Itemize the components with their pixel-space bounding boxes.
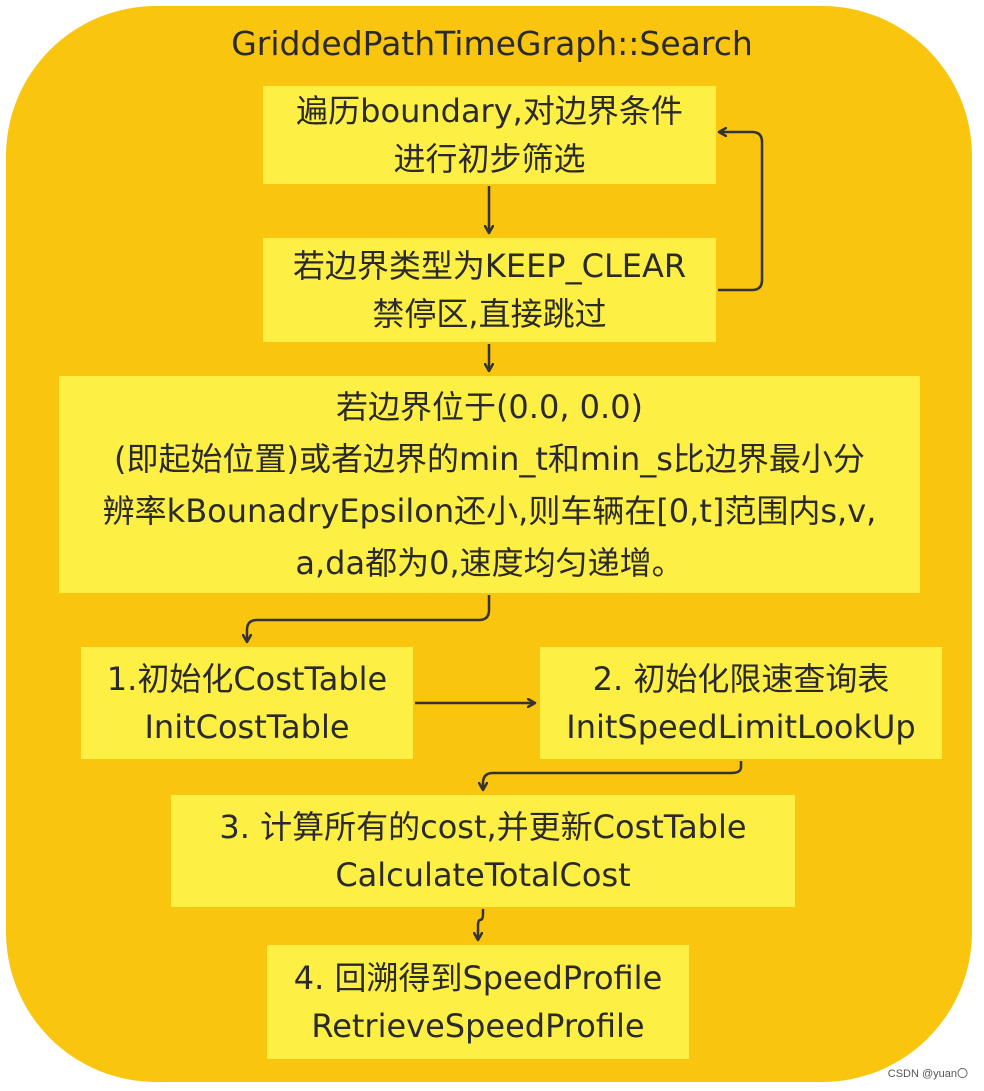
step-text-line: (即起始位置)或者边界的min_t和min_s比边界最小分: [114, 439, 865, 478]
step-text-line: 进行初步筛选: [393, 140, 586, 178]
step-boundary-origin-check: 若边界位于(0.0, 0.0) (即起始位置)或者边界的min_t和min_s比…: [59, 376, 920, 593]
step-text-line: 遍历boundary,对边界条件: [296, 92, 683, 130]
step-keep-clear-skip: 若边界类型为KEEP_CLEAR 禁停区,直接跳过: [263, 238, 716, 342]
step-init-cost-table: 1.初始化CostTable InitCostTable: [81, 647, 413, 759]
watermark: CSDN @yuan〇: [887, 1068, 968, 1080]
step-text-line: CalculateTotalCost: [335, 856, 631, 894]
step-text-line: InitSpeedLimitLookUp: [566, 708, 916, 746]
step-text-line: 禁停区,直接跳过: [372, 295, 607, 333]
step-text-line: 2. 初始化限速查询表: [592, 660, 890, 698]
step-iterate-boundary: 遍历boundary,对边界条件 进行初步筛选: [263, 86, 716, 184]
step-text-line: a,da都为0,速度均匀递增。: [295, 543, 684, 582]
step-text-line: 若边界类型为KEEP_CLEAR: [292, 247, 687, 285]
step-text-line: 3. 计算所有的cost,并更新CostTable: [219, 808, 747, 846]
step-text-line: RetrieveSpeedProfile: [311, 1007, 645, 1045]
diagram-title: GriddedPathTimeGraph::Search: [231, 24, 753, 63]
step-text-line: InitCostTable: [144, 708, 350, 746]
step-text-line: 4. 回溯得到SpeedProfile: [293, 959, 663, 997]
step-text-line: 若边界位于(0.0, 0.0): [335, 387, 644, 426]
step-text-line: 辨率kBounadryEpsilon还小,则车辆在[0,t]范围内s,v,: [102, 491, 877, 530]
step-calculate-total-cost: 3. 计算所有的cost,并更新CostTable CalculateTotal…: [171, 795, 795, 907]
step-retrieve-speed-profile: 4. 回溯得到SpeedProfile RetrieveSpeedProfile: [267, 945, 689, 1059]
step-text-line: 1.初始化CostTable: [106, 660, 388, 698]
step-init-speed-limit-lookup: 2. 初始化限速查询表 InitSpeedLimitLookUp: [540, 647, 942, 759]
